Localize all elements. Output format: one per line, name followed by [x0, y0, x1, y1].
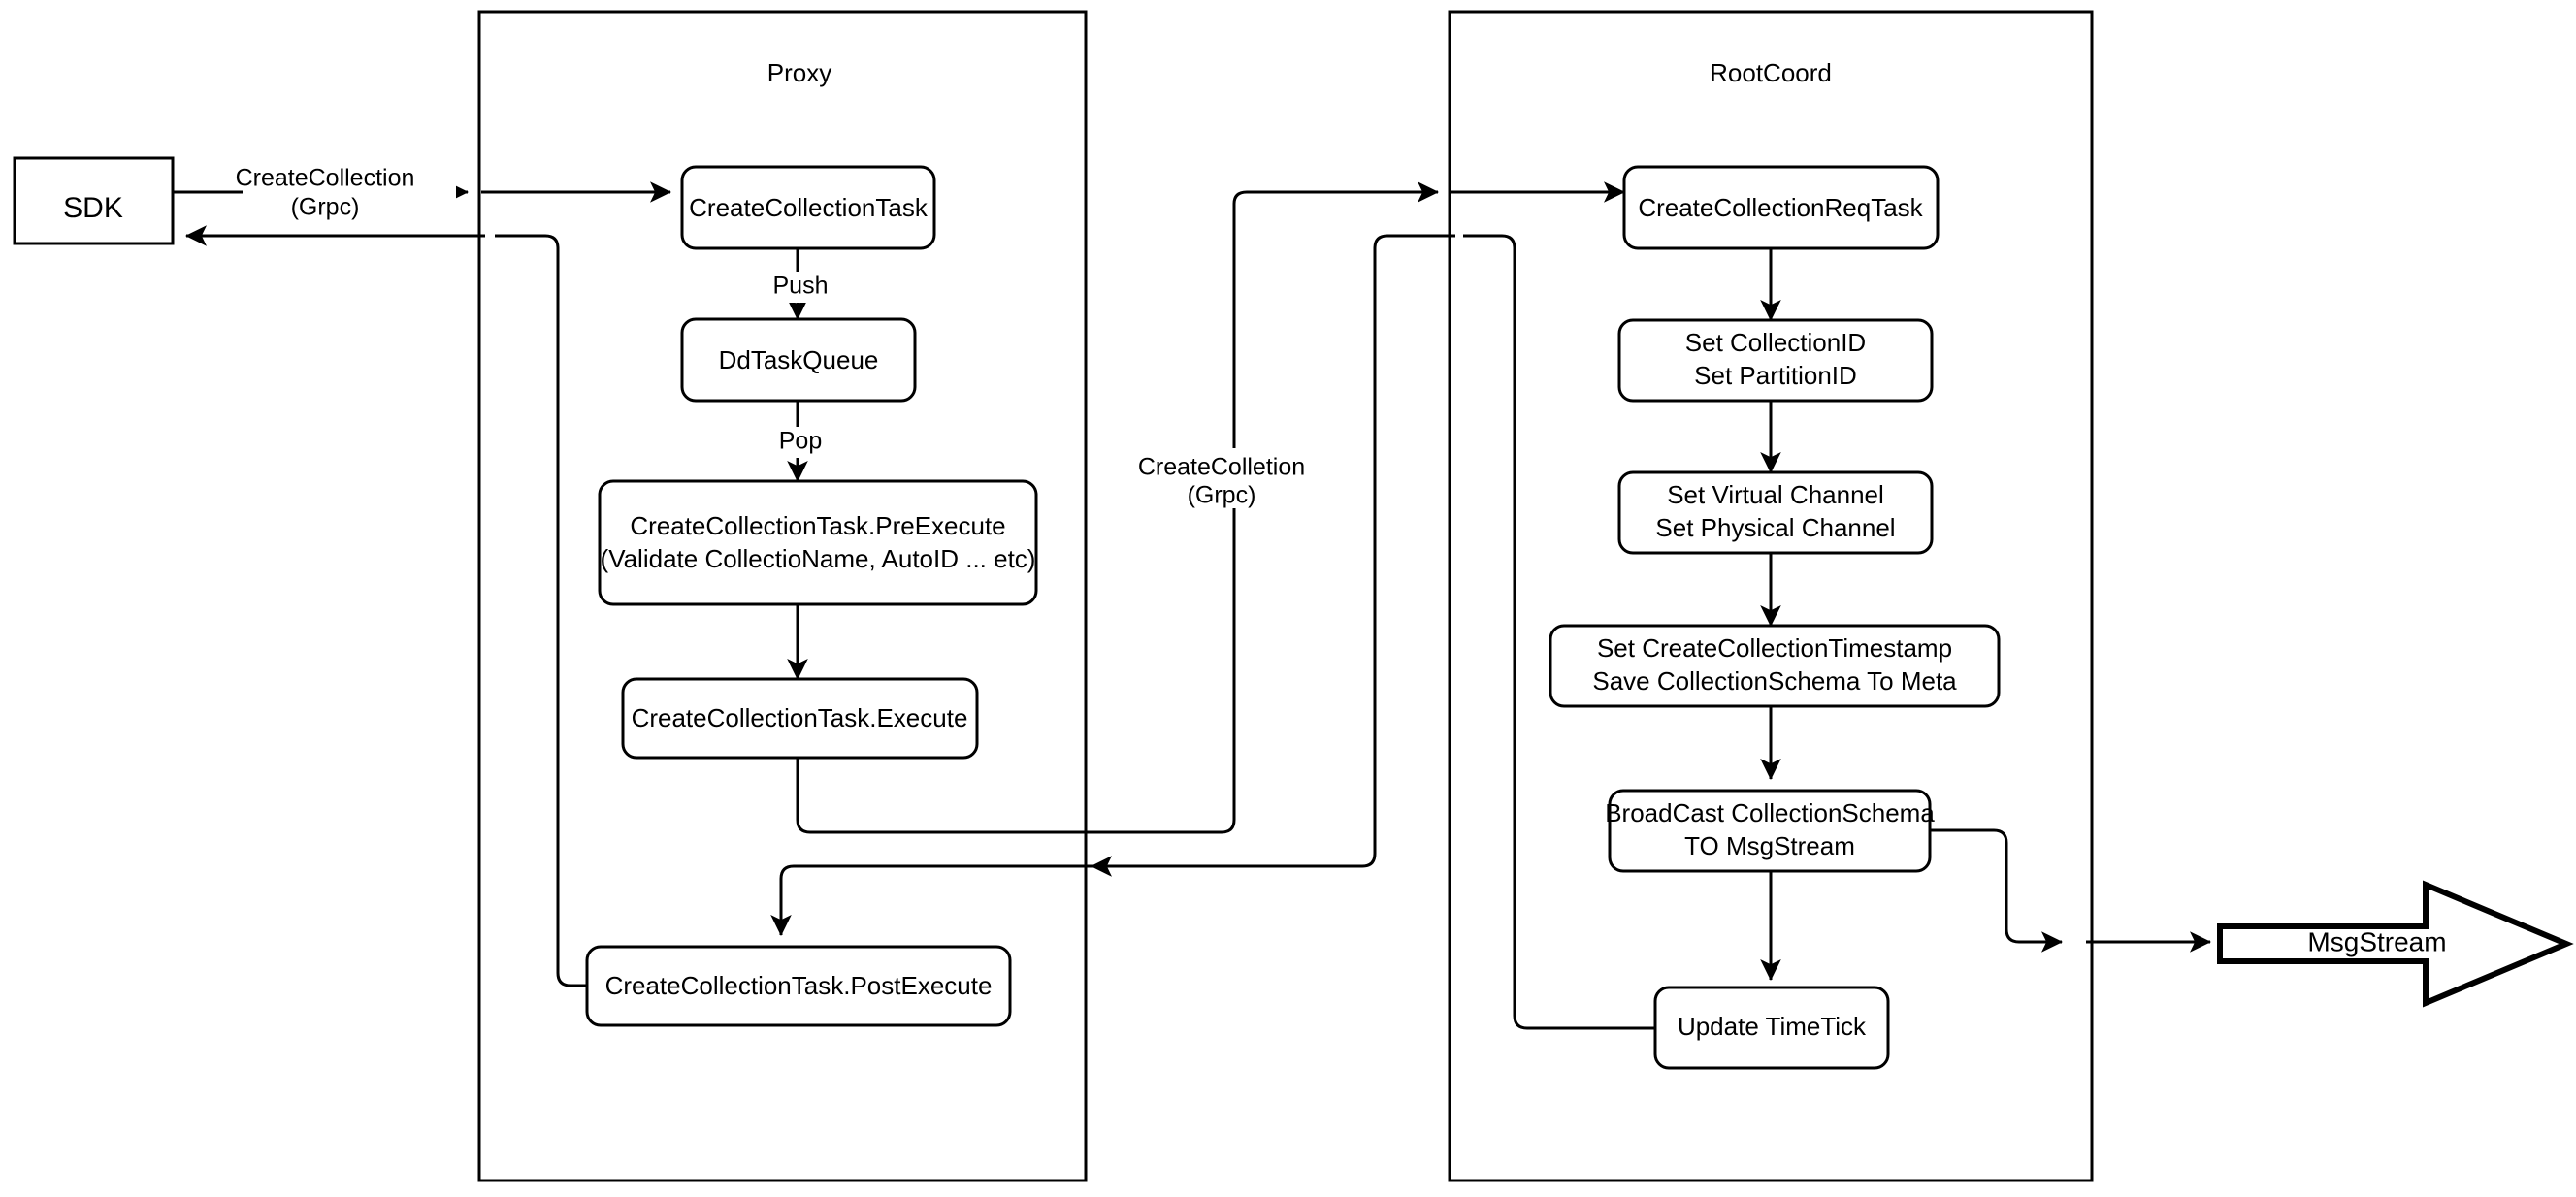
edge-label-bg-pop	[766, 427, 834, 458]
node-msgstream[interactable]: MsgStream	[2217, 880, 2574, 1008]
node-update-timetick[interactable]: Update TimeTick	[1653, 986, 1890, 1070]
edge-label-proxy-to-rootcoord: CreateColletion (Grpc)	[1135, 448, 1334, 509]
node-set-timestamp[interactable]: Set CreateCollectionTimestamp Save Colle…	[1549, 624, 2001, 708]
proxy-to-rootcoord-label-line1: CreateColletion	[1138, 454, 1305, 481]
node-dd-task-queue[interactable]: DdTaskQueue	[680, 317, 917, 403]
set-channels-label-line1: Set Virtual Channel	[1667, 480, 1884, 509]
create-collection-req-task-label: CreateCollectionReqTask	[1638, 193, 1923, 222]
broadcast-box[interactable]	[1608, 789, 1932, 873]
pop-label: Pop	[779, 428, 822, 455]
sdk-label: SDK	[63, 192, 123, 224]
dd-task-queue-box[interactable]	[680, 317, 917, 403]
set-timestamp-label-line1: Set CreateCollectionTimestamp	[1597, 633, 1952, 663]
post-execute-box[interactable]	[585, 945, 1012, 1027]
edge-label-pop: Pop	[766, 427, 834, 458]
node-set-channels[interactable]: Set Virtual Channel Set Physical Channel	[1617, 470, 1934, 555]
dd-task-queue-label: DdTaskQueue	[719, 345, 879, 374]
msgstream-label: MsgStream	[2307, 926, 2446, 956]
node-set-ids[interactable]: Set CollectionID Set PartitionID	[1617, 318, 1934, 403]
sdk-to-proxy-label-line2: (Grpc)	[291, 194, 360, 221]
edge-label-bg-1	[243, 165, 456, 223]
execute-label: CreateCollectionTask.Execute	[632, 703, 968, 732]
node-create-collection-req-task[interactable]: CreateCollectionReqTask	[1622, 165, 1940, 250]
create-collection-task-box[interactable]	[680, 165, 936, 250]
edge-execute-to-rootcoord-seg1	[796, 758, 1203, 834]
post-execute-label: CreateCollectionTask.PostExecute	[605, 971, 993, 1000]
edge-label-sdk-to-proxy: CreateCollection (Grpc)	[236, 165, 456, 223]
node-create-collection-task[interactable]: CreateCollectionTask	[680, 165, 936, 250]
set-timestamp-box[interactable]	[1549, 624, 2001, 708]
push-label: Push	[773, 273, 829, 300]
update-timetick-label: Update TimeTick	[1678, 1012, 1867, 1041]
pre-execute-box[interactable]	[598, 479, 1038, 606]
edge-label-push: Push	[764, 272, 837, 303]
sdk-to-proxy-label-line1: CreateCollection	[236, 165, 415, 192]
node-post-execute[interactable]: CreateCollectionTask.PostExecute	[585, 945, 1012, 1027]
set-ids-label-line1: Set CollectionID	[1685, 328, 1866, 357]
edge-broadcast-to-msgstream-seg1	[1929, 828, 2063, 953]
node-sdk[interactable]: SDK	[13, 156, 175, 245]
proxy-to-rootcoord-label-line2: (Grpc)	[1188, 482, 1256, 509]
set-timestamp-label-line2: Save CollectionSchema To Meta	[1592, 666, 1957, 696]
set-channels-box[interactable]	[1617, 470, 1934, 555]
edge-label-bg-push	[764, 272, 837, 303]
rootcoord-container-title: RootCoord	[1710, 58, 1832, 87]
node-pre-execute[interactable]: CreateCollectionTask.PreExecute (Validat…	[598, 479, 1038, 606]
create-collection-req-task-box[interactable]	[1622, 165, 1940, 250]
set-channels-label-line2: Set Physical Channel	[1655, 513, 1895, 542]
set-ids-box[interactable]	[1617, 318, 1934, 403]
edge-label-bg-2	[1135, 448, 1334, 508]
execute-box[interactable]	[621, 677, 979, 760]
update-timetick-box[interactable]	[1653, 986, 1890, 1070]
edge-postexecute-to-sdk	[495, 234, 587, 987]
node-broadcast[interactable]: BroadCast CollectionSchema TO MsgStream	[1605, 789, 1935, 873]
edge-execute-to-rootcoord-seg2	[1203, 181, 1439, 834]
edge-return-to-postexecute	[770, 864, 795, 936]
create-collection-task-label: CreateCollectionTask	[689, 193, 929, 222]
edge-timetick-to-return	[1463, 234, 1655, 1030]
node-execute[interactable]: CreateCollectionTask.Execute	[621, 677, 979, 760]
broadcast-label-line2: TO MsgStream	[1684, 831, 1855, 860]
broadcast-label-line1: BroadCast CollectionSchema	[1605, 798, 1935, 827]
edge-rootcoord-return-top	[794, 234, 1455, 868]
pre-execute-label-line2: (Validate CollectioName, AutoID ... etc)	[601, 544, 1036, 573]
set-ids-label-line2: Set PartitionID	[1694, 361, 1857, 390]
proxy-container-title: Proxy	[767, 58, 831, 87]
pre-execute-label-line1: CreateCollectionTask.PreExecute	[630, 511, 1005, 540]
msgstream-arrow-shape[interactable]	[2217, 880, 2574, 1008]
sdk-box[interactable]	[13, 156, 175, 245]
